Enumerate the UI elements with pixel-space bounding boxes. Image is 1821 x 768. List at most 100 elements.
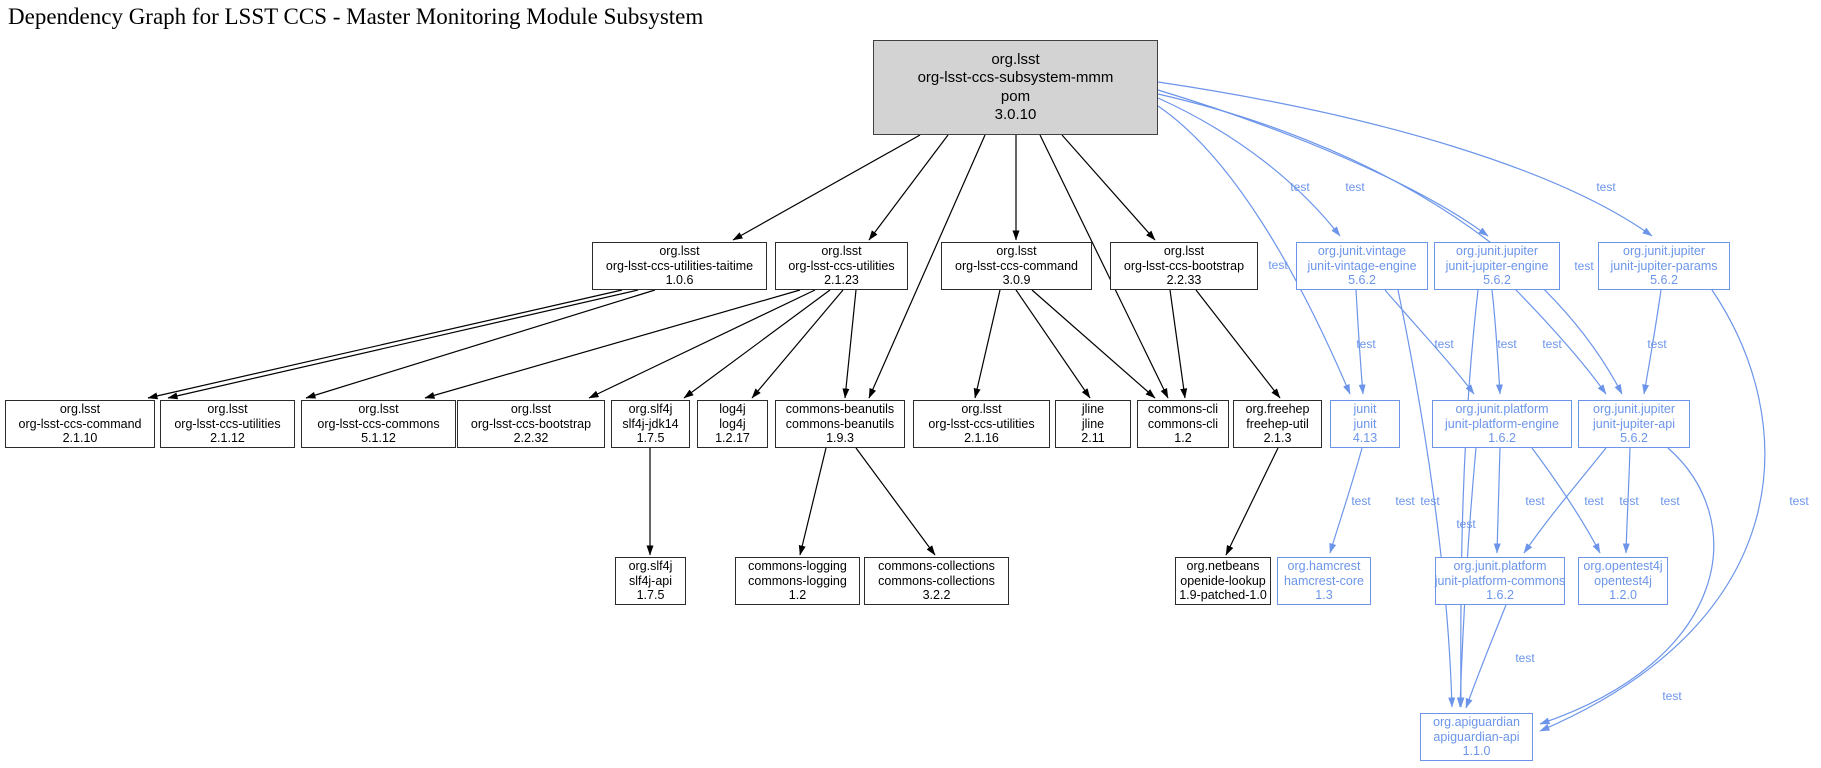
node-version: 1.2.17 <box>715 431 750 446</box>
node-group-id: org.junit.vintage <box>1317 244 1407 259</box>
edge-scope-label: test <box>1515 651 1535 665</box>
edge-utilities223-beanutils <box>842 289 857 399</box>
node-version: 2.1.12 <box>210 431 245 446</box>
edge-bootstrap2233-commonscli <box>1169 289 1188 399</box>
node-artifact-id: junit-jupiter-engine <box>1445 258 1549 273</box>
edge-utilities223-bootstrap2232 <box>588 289 816 399</box>
node-group-id: jline <box>1081 402 1105 417</box>
node-group-id: org.apiguardian <box>1433 715 1520 730</box>
node-version: 5.6.2 <box>1483 273 1511 288</box>
edge-jupiterEngine-apiguardian <box>1457 289 1479 708</box>
edge-root-commonscli <box>1039 134 1169 399</box>
edge-root-utilities223 <box>868 134 949 241</box>
edge-platformEngine-opentest4j <box>1531 447 1601 554</box>
node-group-id: org.opentest4j <box>1583 559 1663 574</box>
edge-scope-label: test <box>1497 337 1517 351</box>
node-artifact-id: freehep-util <box>1246 416 1309 431</box>
node-group-id: org.junit.jupiter <box>1456 244 1538 259</box>
node-group-id: org.junit.platform <box>1453 559 1547 574</box>
edge-scope-label: test <box>1660 494 1680 508</box>
node-artifact-id: log4j <box>719 416 746 431</box>
edge-command309-jline <box>1015 289 1091 399</box>
node-version: 2.2.32 <box>513 431 549 446</box>
node-artifact-id: junit <box>1353 416 1377 431</box>
edge-utilities223-commons5112 <box>424 289 801 399</box>
node-group-id: log4j <box>719 402 746 417</box>
node-group-id: org.slf4j <box>628 402 673 417</box>
edge-jupiterEngine-jupiterApi <box>1515 289 1607 395</box>
node-artifact-id: junit-jupiter-api <box>1593 416 1675 431</box>
edge-jupiterParams-jupiterApi <box>1642 289 1662 395</box>
node-group-id: org.lsst <box>510 402 552 417</box>
node-artifact-id: opentest4j <box>1594 573 1652 588</box>
edge-junit413-hamcrest <box>1329 447 1363 554</box>
node-group-id: org.lsst <box>821 244 862 259</box>
node-version: 3.0.9 <box>1002 273 1031 288</box>
node-version: 1.3 <box>1315 588 1333 603</box>
node-artifact-id: commons-beanutils <box>785 416 895 431</box>
node-version: 1.2.0 <box>1609 588 1637 603</box>
node-version: 5.6.2 <box>1620 431 1648 446</box>
node-version: 1.2 <box>1174 431 1192 446</box>
node-group-id: org.slf4j <box>628 559 673 574</box>
node-artifact-id: org-lsst-ccs-command <box>955 258 1078 273</box>
node-group-id: org.lsst <box>991 50 1040 68</box>
node-group-id: junit <box>1353 402 1377 417</box>
edge-scope-label: test <box>1420 494 1440 508</box>
node-artifact-id: commons-cli <box>1147 416 1219 431</box>
node-version: 2.2.33 <box>1166 273 1202 288</box>
node-artifact-id: junit-platform-engine <box>1445 416 1559 431</box>
edge-scope-label: test <box>1345 180 1365 194</box>
node-group-id: org.lsst <box>961 402 1002 417</box>
node-artifact-id: openide-lookup <box>1180 573 1266 588</box>
edge-vintage-platformEngine <box>1384 289 1475 395</box>
node-group-id: org.lsst <box>996 244 1037 259</box>
node-version: 1.7.5 <box>636 431 665 446</box>
node-artifact-id: org-lsst-ccs-command <box>18 416 142 431</box>
node-group-id: org.junit.jupiter <box>1623 244 1705 259</box>
node-group-id: org.netbeans <box>1186 559 1260 574</box>
node-version: 2.1.16 <box>964 431 999 446</box>
node-group-id: org.hamcrest <box>1287 559 1361 574</box>
edge-root-bootstrap2233 <box>1061 134 1156 241</box>
edge-taitime-command2110 <box>147 289 623 400</box>
edge-scope-label: test <box>1619 494 1639 508</box>
edge-root-beanutils <box>868 134 986 399</box>
edge-scope-label: test <box>1584 494 1604 508</box>
edge-beanutils-commonslogging <box>798 447 827 556</box>
node-group-id: org.junit.jupiter <box>1593 402 1675 417</box>
node-version: 1.2 <box>788 588 807 603</box>
edge-jupiterEngine-platformEngine <box>1491 289 1503 395</box>
edge-jupiterApi-apiguardian <box>1539 447 1715 725</box>
edge-scope-label: test <box>1351 494 1371 508</box>
edge-scope-label: test <box>1574 259 1594 273</box>
node-version: 4.13 <box>1352 431 1378 446</box>
node-artifact-id: org-lsst-ccs-utilities <box>174 416 281 431</box>
edge-scope-label: test <box>1525 494 1545 508</box>
node-artifact-id: org-lsst-ccs-utilities-taitime <box>605 258 754 273</box>
edge-vintage-apiguardian <box>1397 289 1456 708</box>
edge-scope-label: test <box>1434 337 1454 351</box>
node-version: 2.1.3 <box>1263 431 1292 446</box>
edge-scope-label: test <box>1268 258 1288 272</box>
